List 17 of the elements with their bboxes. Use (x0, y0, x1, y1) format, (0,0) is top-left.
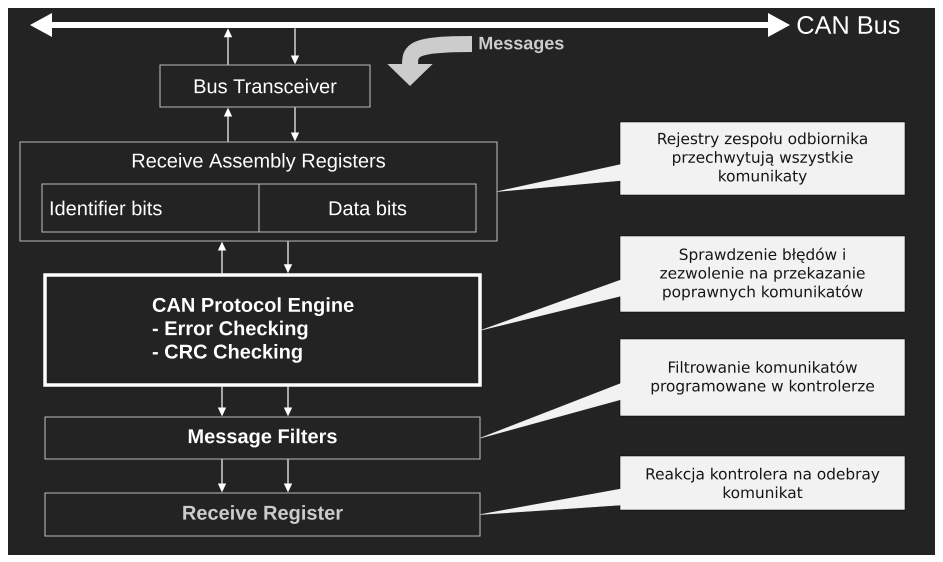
callout-pointer (480, 383, 621, 438)
callout-box: Filtrowanie komunikatów programowane w kontrolerze (620, 338, 906, 416)
callout-box: Reakcja kontrolera na odebray komunikat (620, 456, 906, 510)
bus-label: CAN Bus (798, 16, 900, 34)
callout-pointer (480, 488, 621, 515)
callout-pointer (481, 280, 621, 330)
callout-box: Sprawdzenie błędów i zezwolenie na przekazanie poprawnych komunikatów (620, 236, 906, 312)
register-field: Identifier bits (41, 183, 260, 233)
register-field: Data bits (258, 183, 477, 233)
register-box: Receive Register (44, 492, 481, 537)
engine-box: CAN Protocol Engine - Error Checking - CRC Checking (43, 273, 482, 387)
bus-line (30, 13, 790, 37)
transceiver-box: Bus Transceiver (159, 64, 371, 108)
callout-box: Rejestry zespołu odbiornika przechwytują wszystkie komunikaty (620, 122, 906, 196)
callout-pointer (497, 164, 621, 192)
filter-box: Message Filters (44, 416, 481, 460)
flow-label: Messages (479, 36, 564, 54)
